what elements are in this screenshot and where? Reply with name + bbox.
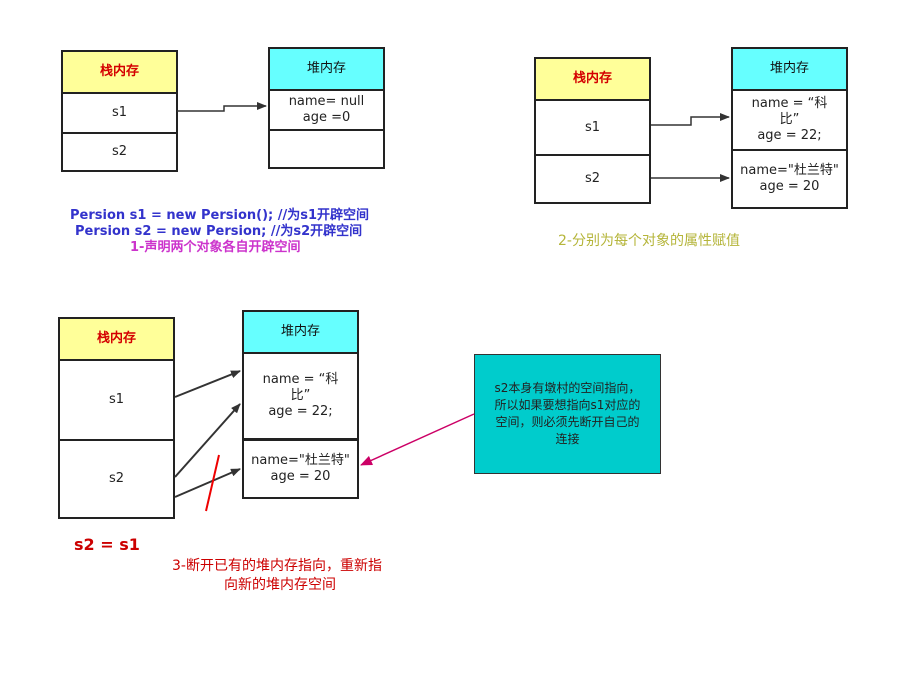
d1-heap-header: 堆内存 [270,49,383,89]
d2-stack-header: 栈内存 [536,59,649,99]
d3-heap-object2: name="杜兰特" age = 20 [244,438,357,497]
d3-stack-s2: s2 [60,439,173,517]
d3-stack-header: 栈内存 [60,319,173,359]
d3-stack-s1: s1 [60,359,173,439]
d1-stack-box: 栈内存 s1 s2 [61,50,178,172]
d1-stack-header: 栈内存 [63,52,176,92]
d3-assign-text: s2 = s1 [74,535,140,554]
d2-heap-header: 堆内存 [733,49,846,89]
d2-obj1-name: name = “科 [751,96,828,111]
d3-s1-pointer-arrow [174,370,241,398]
d3-s2-new-pointer-arrow [174,403,241,478]
d3-heap-object1: name = “科 比” age = 22; [244,352,357,438]
d3-note-line4: 连接 [555,432,580,446]
d2-stack-box: 栈内存 s1 s2 [534,57,651,204]
d3-obj2-name: name="杜兰特" [251,453,350,468]
d2-stack-s2: s2 [536,154,649,202]
d3-note-line3: 空间，则必须先断开自己的 [495,415,640,429]
d2-heap-box: 堆内存 name = “科 比” age = 22; name="杜兰特" ag… [731,47,848,209]
d3-s2-old-pointer-arrow [174,468,241,498]
d3-note-pointer-arrow [360,413,475,466]
d3-heap-box: 堆内存 name = “科 比” age = 22; name="杜兰特" ag… [242,310,359,499]
d3-caption-line1: 3-断开已有的堆内存指向，重新指 [172,558,382,574]
d2-obj1-name-cont: 比” [779,112,800,127]
d3-obj1-name: name = “科 [262,372,339,387]
d2-stack-s1: s1 [536,99,649,154]
d2-obj1-age: age = 22; [757,128,822,143]
d1-code-line1: Persion s1 = new Persion(); //为s1开辟空间 [70,208,370,223]
d2-obj2-name: name="杜兰特" [740,163,839,178]
d1-heap-empty [270,129,383,167]
d3-caption-line2: 向新的堆内存空间 [224,577,336,593]
d3-note-line2: 所以如果要想指向s1对应的 [494,398,641,412]
d1-s1-pointer-arrow [177,102,267,112]
d3-obj1-age: age = 22; [268,404,333,419]
d3-stack-box: 栈内存 s1 s2 [58,317,175,519]
d1-stack-s2: s2 [63,132,176,170]
d2-heap-object1: name = “科 比” age = 22; [733,89,846,149]
d2-obj2-age: age = 20 [759,179,820,194]
d2-caption: 2-分别为每个对象的属性赋值 [558,233,740,249]
d1-caption: 1-声明两个对象各自开辟空间 [130,240,301,255]
d1-stack-s1: s1 [63,92,176,132]
d1-heap-age: age =0 [302,110,351,125]
d2-heap-object2: name="杜兰特" age = 20 [733,149,846,207]
d1-heap-object: name= null age =0 [270,89,383,129]
d1-heap-box: 堆内存 name= null age =0 [268,47,385,169]
d3-note-box: s2本身有墩村的空间指向， 所以如果要想指向s1对应的 空间，则必须先断开自己的… [474,354,661,474]
d3-heap-header: 堆内存 [244,312,357,352]
d3-obj2-age: age = 20 [270,469,331,484]
d3-obj1-name-cont: 比” [290,388,311,403]
d1-code-line2: Persion s2 = new Persion; //为s2开辟空间 [75,224,363,239]
d1-heap-name: name= null [288,94,365,109]
d3-break-mark [205,454,220,512]
d2-s1-pointer-arrow [651,113,730,126]
d3-note-line1: s2本身有墩村的空间指向， [494,381,641,395]
